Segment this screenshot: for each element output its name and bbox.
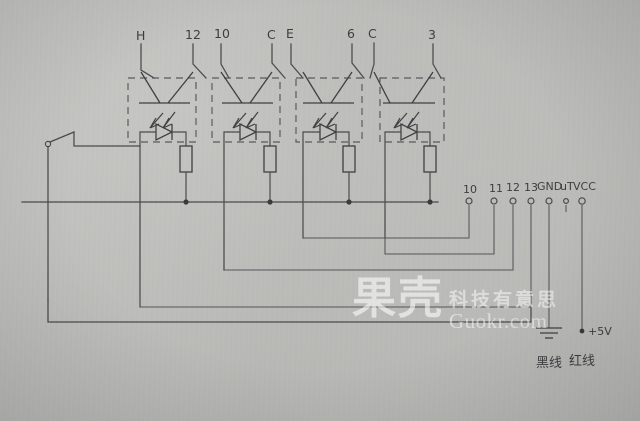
top-label-6: C (368, 26, 377, 41)
resistor-3 (342, 145, 356, 202)
resistor-2 (263, 145, 277, 202)
resistor-4 (423, 145, 437, 202)
common-rail-wiring (21, 131, 439, 205)
switch-bottom-return (47, 299, 532, 323)
pin-wire-10 (303, 205, 470, 239)
top-label-0: H (136, 28, 145, 43)
optocoupler-4 (373, 71, 445, 146)
toggle-switch[interactable] (44, 131, 75, 301)
power-labels: +5V 黑线 红线 (536, 325, 612, 371)
opto-anode-return-wires (139, 145, 386, 308)
top-terminal-leads (140, 42, 442, 79)
resistor-1 (179, 145, 193, 202)
pin-label-13: 13 (524, 181, 538, 194)
vcc-wire-label: 红线 (569, 353, 595, 369)
pin-wire-12 (224, 205, 514, 271)
pin-label-11: 11 (489, 182, 503, 195)
pin-wire-13 (140, 205, 532, 308)
top-label-5: 6 (347, 26, 355, 41)
top-label-4: E (286, 26, 294, 41)
pin-label-ut: uT (560, 180, 574, 193)
pin-label-gnd: GND (537, 180, 562, 193)
header-pins[interactable] (465, 197, 586, 205)
top-label-1: 12 (185, 27, 201, 42)
optocoupler-3 (295, 71, 363, 146)
vcc-wire (579, 205, 585, 334)
top-terminal-labels: H 12 10 C E 6 C 3 (136, 26, 436, 43)
gnd-wire (536, 205, 562, 339)
optocoupler-1 (127, 71, 197, 146)
pin-label-12: 12 (506, 181, 520, 194)
top-label-7: 3 (428, 27, 436, 42)
top-label-3: C (267, 27, 276, 42)
pin-label-10: 10 (463, 183, 477, 196)
pin-wire-11 (384, 205, 495, 255)
optocoupler-2 (211, 71, 281, 146)
top-label-2: 10 (214, 26, 230, 41)
ground-wire-label: 黑线 (536, 356, 562, 371)
pin-label-vcc: VCC (573, 180, 596, 193)
rail-label-5v: +5V (588, 325, 612, 338)
header-pin-labels: 10 11 12 13 GND uT VCC (463, 180, 596, 196)
